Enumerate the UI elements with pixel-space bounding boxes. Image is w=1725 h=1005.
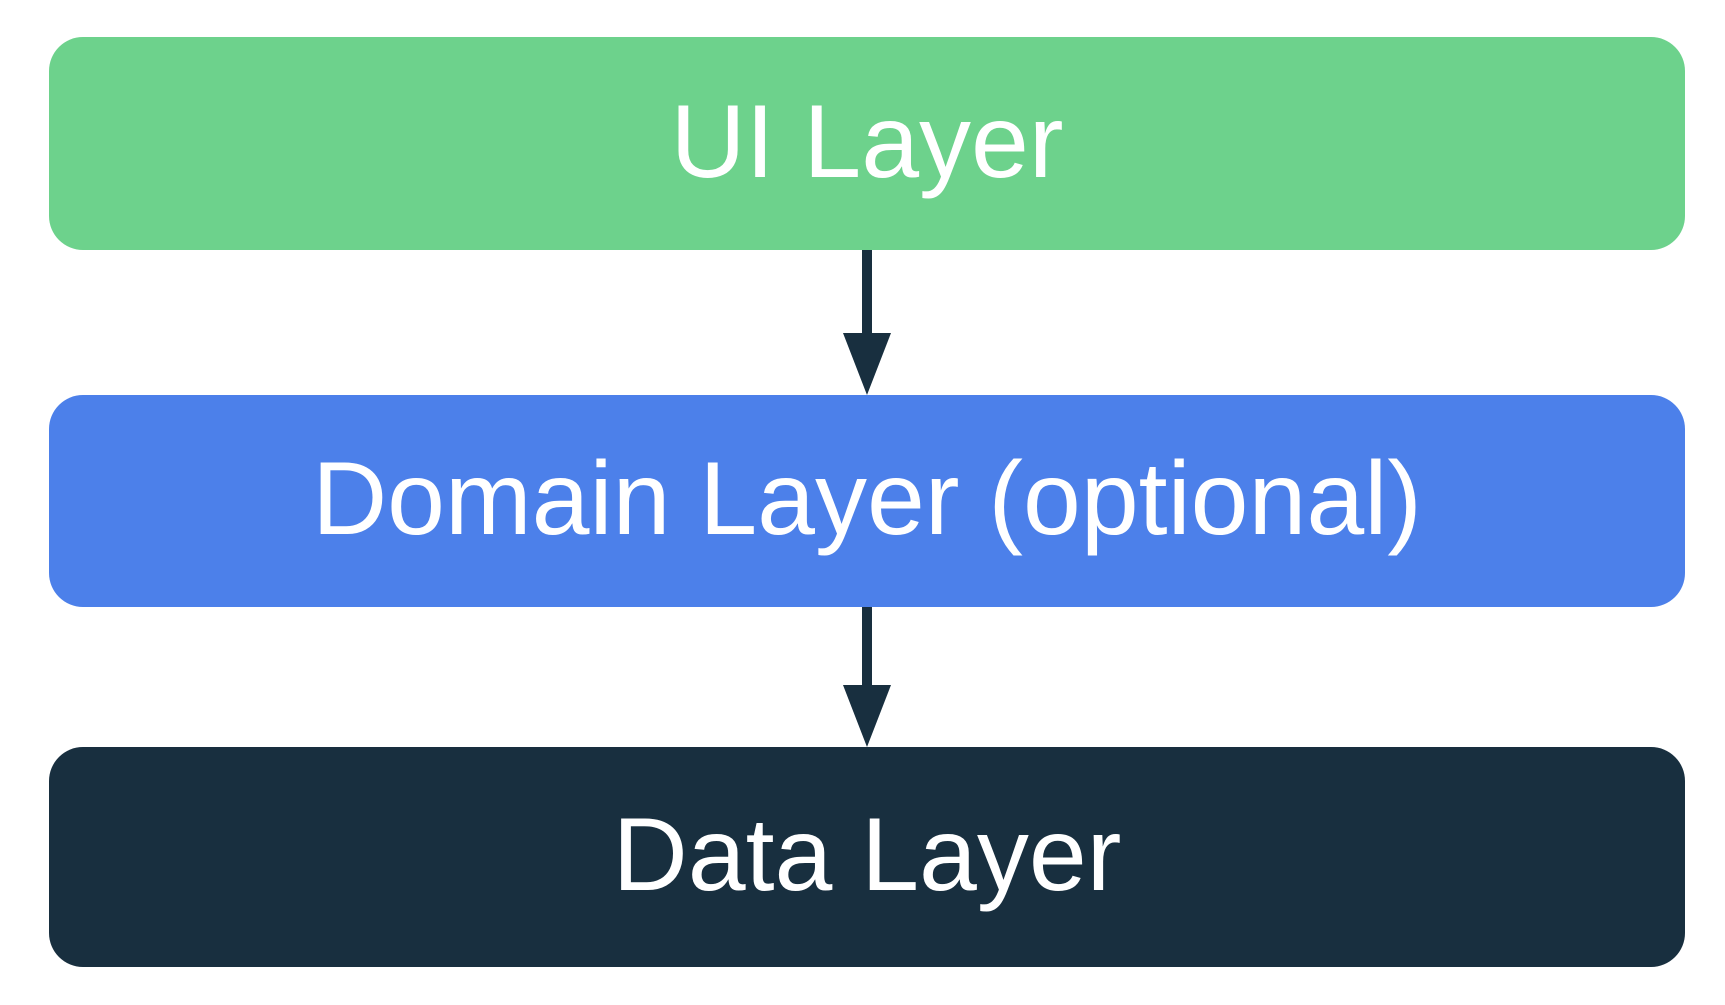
arrow-down-icon [843, 333, 891, 395]
node-data-layer: Data Layer [49, 747, 1685, 967]
arrow-line-domain-to-data [862, 607, 872, 686]
node-domain-layer: Domain Layer (optional) [49, 395, 1685, 607]
node-ui-layer-label: UI Layer [670, 83, 1064, 200]
node-ui-layer: UI Layer [49, 37, 1685, 250]
arrow-down-icon [843, 685, 891, 747]
arrow-line-ui-to-domain [862, 250, 872, 334]
node-data-layer-label: Data Layer [612, 797, 1122, 913]
node-domain-layer-label: Domain Layer (optional) [312, 441, 1422, 557]
